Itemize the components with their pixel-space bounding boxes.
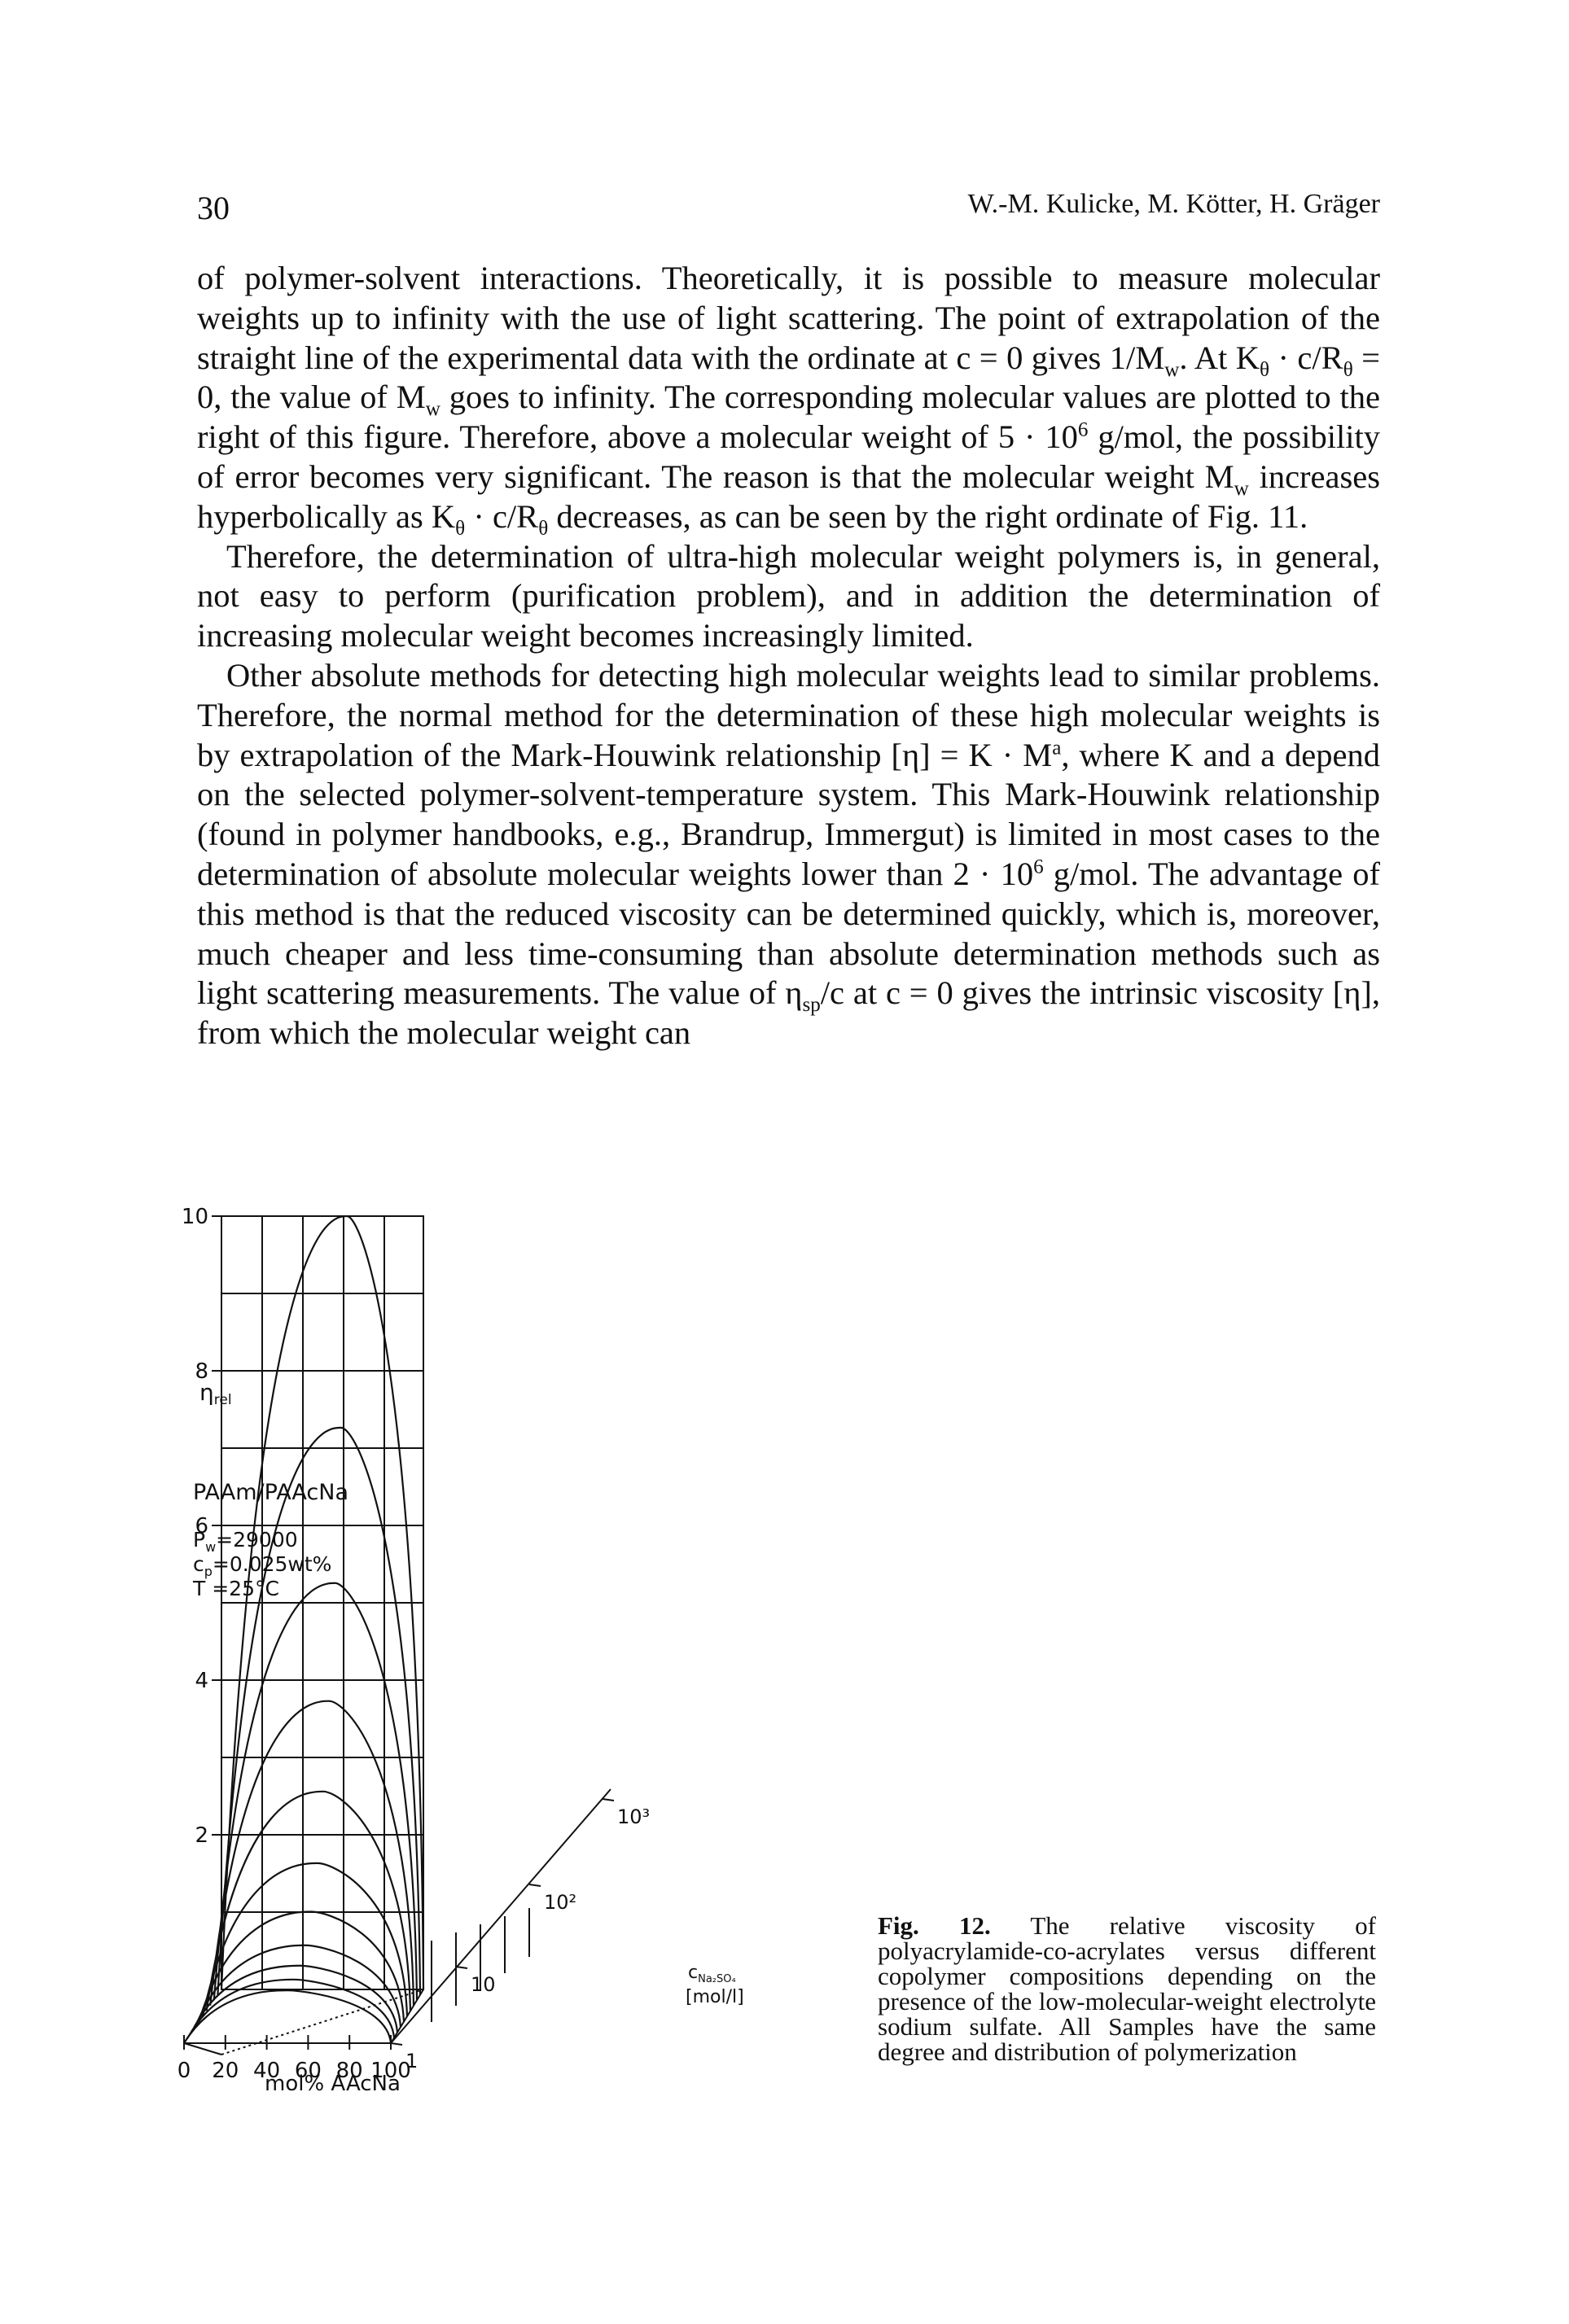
depth-tick-label: 1: [405, 2050, 418, 2072]
depth-tick-label: 10²: [544, 1891, 576, 1914]
surface-curve: [198, 1910, 405, 2022]
system-label: PAAm/PAAcNa: [193, 1480, 348, 1505]
x-tick-label: 20: [212, 2059, 239, 2083]
paragraph-3: Other absolute methods for detecting hig…: [197, 656, 1380, 1053]
subscript: θ: [538, 517, 549, 540]
text-run: = 0, the value of M: [197, 339, 1381, 416]
depth-tick: [528, 1884, 541, 1887]
depth-axis-line: [390, 1788, 611, 2044]
z-tick-label: 10: [182, 1205, 208, 1229]
text-run: /c at c = 0 gives the intrinsic viscosit…: [197, 974, 1380, 1052]
surface-curve: [194, 1944, 402, 2028]
depth-tick: [602, 1798, 615, 1801]
subscript: sp: [802, 994, 821, 1017]
surface-curve: [201, 1862, 409, 2017]
surface-curve: [186, 1978, 396, 2038]
z-tick-label: 2: [195, 1823, 208, 1848]
page-number: 30: [197, 190, 230, 226]
paragraph-1: of polymer-solvent interactions. Theoret…: [197, 259, 1381, 540]
text-run: g/mol, the possibility of error becomes …: [197, 418, 1380, 495]
temperature-label: T =25°C: [192, 1577, 279, 1600]
text-run: . At K: [1179, 339, 1260, 376]
surface-curve: [191, 1964, 399, 2033]
depth-edge-right: [390, 1989, 424, 2044]
surface-curve: [209, 1700, 415, 2006]
text-run: · c/R: [465, 497, 539, 535]
z-tick-label: 8: [195, 1359, 208, 1384]
text-run: of polymer-solvent interactions. Theoret…: [197, 260, 1380, 376]
depth-tick-label: 10: [471, 1973, 496, 1996]
back-baseline: [221, 1989, 424, 2055]
text-run: increases hyperbolically as K: [197, 457, 1380, 535]
text-run: , where K and a depend on the selected p…: [197, 736, 1380, 892]
x-tick-label: 40: [253, 2059, 280, 2083]
text-run: goes to infinity. The corresponding mole…: [197, 379, 1380, 456]
x-tick-label: 100: [370, 2059, 411, 2083]
text-run: Other absolute methods for detecting hig…: [197, 656, 1380, 773]
x-tick-label: 60: [295, 2059, 322, 2083]
text-run: g/mol. The advantage of this method is t…: [197, 855, 1380, 1012]
x-tick-label: 80: [336, 2059, 363, 2083]
subscript: w: [425, 398, 440, 421]
z-axis-label: ηrel: [199, 1379, 232, 1408]
caption-label: Fig. 12.: [878, 1911, 991, 1940]
depth-tick: [390, 2042, 403, 2046]
depth-axis-label: cNa₂SO₄: [688, 1963, 736, 1985]
subscript: θ: [1259, 358, 1270, 381]
superscript: 6: [1033, 856, 1044, 878]
surface-curve: [220, 1215, 425, 1990]
surface-curve: [217, 1426, 422, 1995]
figure-caption: Fig. 12. The relative viscosity of polya…: [878, 1913, 1376, 2064]
subscript: θ: [455, 517, 466, 540]
caption-text: The relative viscosity of polyacrylamide…: [878, 1911, 1376, 2066]
subscript: w: [1164, 358, 1180, 381]
surface-curve: [213, 1582, 419, 2001]
cp-label: cp=0.025wt%: [193, 1552, 331, 1579]
z-tick-label: 4: [195, 1669, 208, 1693]
pw-label: Pw=29000: [193, 1528, 298, 1555]
depth-tick: [455, 1966, 468, 1969]
running-head-authors: W.-M. Kulicke, M. Kötter, H. Gräger: [967, 189, 1380, 219]
surface-curve: [183, 1989, 392, 2044]
x-tick-label: 0: [177, 2059, 191, 2083]
depth-tick-label: 10³: [617, 1805, 650, 1828]
page-header: 30 W.-M. Kulicke, M. Kötter, H. Gräger: [197, 189, 1380, 238]
superscript: a: [1052, 737, 1062, 759]
depth-axis-unit: [mol/l]: [686, 1987, 744, 2007]
text-run: · c/R: [1269, 339, 1343, 376]
body-text: of polymer-solvent interactions. Theoret…: [197, 259, 1380, 1053]
paragraph-2: Therefore, the determination of ultra-hi…: [197, 537, 1380, 654]
superscript: 6: [1077, 418, 1089, 441]
z-tick-label: 6: [195, 1514, 208, 1538]
x-axis-title: mol% AAcNa: [265, 2072, 401, 2096]
subscript: w: [1234, 478, 1249, 501]
text-run: decreases, as can be seen by the right o…: [548, 497, 1308, 535]
depth-edge-left: [183, 2042, 222, 2055]
surface-curve: [205, 1790, 412, 2011]
subscript: θ: [1343, 358, 1353, 381]
